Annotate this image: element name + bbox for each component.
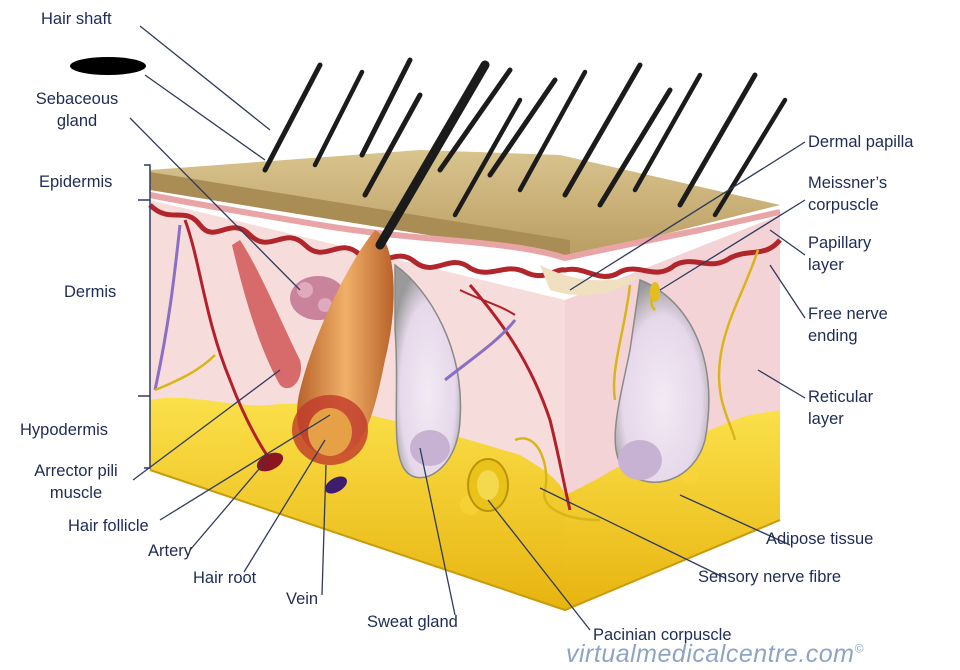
pacinian-corpuscle bbox=[468, 459, 508, 511]
layer-bracket bbox=[138, 165, 150, 468]
label-arrector-pili-muscle: Arrector pili muscle bbox=[18, 460, 134, 504]
label-dermal-papilla: Dermal papilla bbox=[808, 131, 913, 153]
label-reticular-layer: Reticular layer bbox=[808, 386, 873, 430]
label-vein: Vein bbox=[286, 588, 318, 610]
redaction-mark bbox=[70, 57, 146, 75]
label-hair-root: Hair root bbox=[193, 567, 256, 589]
label-artery: Artery bbox=[148, 540, 192, 562]
label-hair-follicle: Hair follicle bbox=[68, 515, 149, 537]
label-papillary-layer: Papillary layer bbox=[808, 232, 871, 276]
label-meissners-corpuscle: Meissner’s corpuscle bbox=[808, 172, 887, 216]
label-free-nerve-ending: Free nerve ending bbox=[808, 303, 888, 347]
label-sebaceous-gland: Sebaceous gland bbox=[32, 88, 122, 132]
label-hypodermis: Hypodermis bbox=[20, 419, 108, 441]
watermark-text: virtualmedicalcentre.com bbox=[566, 640, 855, 668]
label-sweat-gland: Sweat gland bbox=[367, 611, 458, 633]
meissners-corpuscle bbox=[650, 282, 660, 302]
label-hair-shaft: Hair shaft bbox=[41, 8, 112, 30]
watermark: virtualmedicalcentre.com© bbox=[566, 640, 864, 669]
label-dermis: Dermis bbox=[64, 281, 116, 303]
label-epidermis: Epidermis bbox=[39, 171, 112, 193]
watermark-copyright: © bbox=[855, 642, 864, 656]
label-sensory-nerve-fibre: Sensory nerve fibre bbox=[698, 566, 841, 588]
label-adipose-tissue: Adipose tissue bbox=[766, 528, 873, 550]
